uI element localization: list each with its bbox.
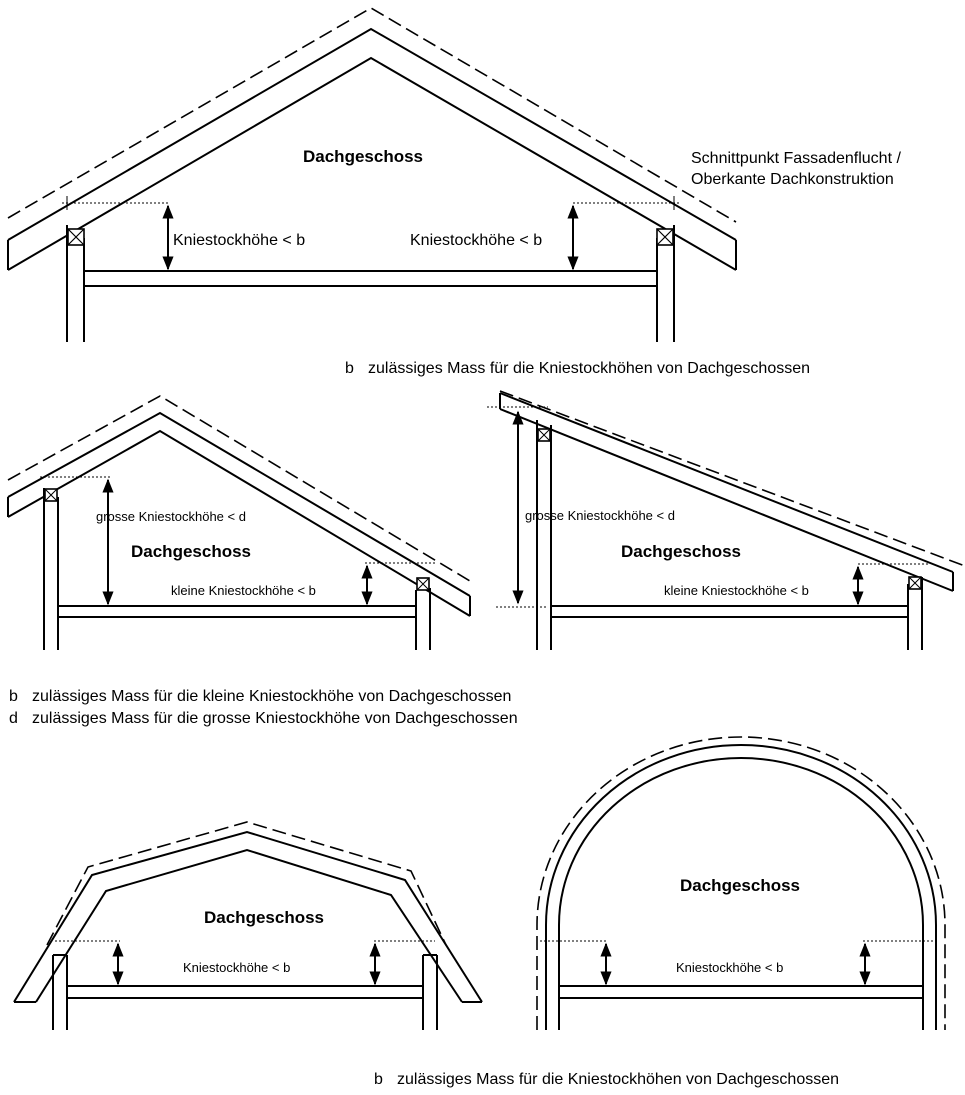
- wall-plate-left: [67, 228, 85, 246]
- floor-slab: [559, 985, 923, 999]
- legend-kniestock-b-bottom: b zulässiges Mass für die Kniestockhöhen…: [374, 1071, 839, 1088]
- legend-key-d: d: [9, 710, 18, 727]
- roof-top-dashed-line: [499, 390, 965, 567]
- asymmetric-gable-diagram: grosse Kniestockhöhe < d Dachgeschoss kl…: [7, 395, 471, 650]
- wall-plate-right: [656, 228, 674, 246]
- big-kniestock-label: grosse Kniestockhöhe < d: [96, 509, 246, 524]
- legend-text-d: zulässiges Mass für die grosse Kniestock…: [32, 710, 518, 727]
- room-label: Dachgeschoss: [680, 876, 800, 895]
- roof-outer-line: [7, 411, 471, 597]
- roof-inner-line: [7, 56, 737, 271]
- mono-pitch-diagram: grosse Kniestockhöhe < d Dachgeschoss kl…: [487, 390, 965, 650]
- wall-plate-right: [908, 576, 922, 590]
- kniestock-label-left: Kniestockhöhe < b: [173, 232, 305, 249]
- floor-slab: [67, 985, 423, 999]
- roof-outer-line: [545, 744, 937, 1030]
- roof-top-dashed-line: [536, 736, 946, 1030]
- legend-kniestock-b-d: b zulässiges Mass für die kleine Kniesto…: [9, 688, 518, 727]
- roof-top-dashed-line: [7, 7, 737, 223]
- wall-plate-right: [416, 577, 430, 591]
- legend-text: zulässiges Mass für die Kniestockhöhen v…: [368, 360, 810, 377]
- room-label: Dachgeschoss: [621, 542, 741, 561]
- arched-roof-diagram: Dachgeschoss Kniestockhöhe < b: [536, 736, 946, 1030]
- roof-inner-line: [499, 408, 954, 592]
- floor-slab: [551, 605, 908, 618]
- legend-key: b: [374, 1071, 383, 1088]
- legend-text: zulässiges Mass für die Kniestockhöhen v…: [397, 1071, 839, 1088]
- roof-top-dashed-line: [7, 395, 471, 582]
- wall-left: [536, 420, 552, 650]
- wall-left: [43, 488, 59, 650]
- legend-key-b: b: [9, 688, 18, 705]
- room-label: Dachgeschoss: [303, 147, 423, 166]
- kniestock-label: Kniestockhöhe < b: [676, 960, 783, 975]
- mansard-roof-diagram: Dachgeschoss Kniestockhöhe < b: [13, 821, 483, 1030]
- room-label: Dachgeschoss: [131, 542, 251, 561]
- wall-right: [422, 954, 438, 1030]
- roof-outer-line: [13, 830, 483, 1003]
- wall-right: [415, 588, 431, 650]
- roof-inner-line: [558, 757, 924, 1030]
- floor-slab: [58, 605, 416, 618]
- roof-outer-line: [7, 27, 737, 241]
- callout-line-1: Schnittpunkt Fassadenflucht /: [691, 150, 901, 167]
- roof-inner-line: [7, 429, 471, 617]
- wall-plate-left: [44, 488, 58, 502]
- big-kniestock-label: grosse Kniestockhöhe < d: [525, 508, 675, 523]
- callout-line-2: Oberkante Dachkonstruktion: [691, 171, 894, 188]
- legend-key: b: [345, 360, 354, 377]
- small-kniestock-label: kleine Kniestockhöhe < b: [664, 583, 809, 598]
- wall-left: [66, 225, 85, 342]
- roof-outer-line: [499, 392, 954, 573]
- room-label: Dachgeschoss: [204, 908, 324, 927]
- roof-top-dashed-line: [46, 821, 447, 946]
- roof-inner-line: [35, 848, 463, 1003]
- kniestock-label-right: Kniestockhöhe < b: [410, 232, 542, 249]
- kniestock-label: Kniestockhöhe < b: [183, 960, 290, 975]
- legend-text-b: zulässiges Mass für die kleine Kniestock…: [32, 688, 511, 705]
- gable-roof-diagram: Dachgeschoss Kniestockhöhe < b Kniestock…: [7, 7, 901, 377]
- wall-left: [52, 954, 68, 1030]
- wall-plate-left: [537, 428, 551, 442]
- wall-right: [656, 225, 675, 342]
- small-kniestock-label: kleine Kniestockhöhe < b: [171, 583, 316, 598]
- floor-slab: [84, 270, 657, 287]
